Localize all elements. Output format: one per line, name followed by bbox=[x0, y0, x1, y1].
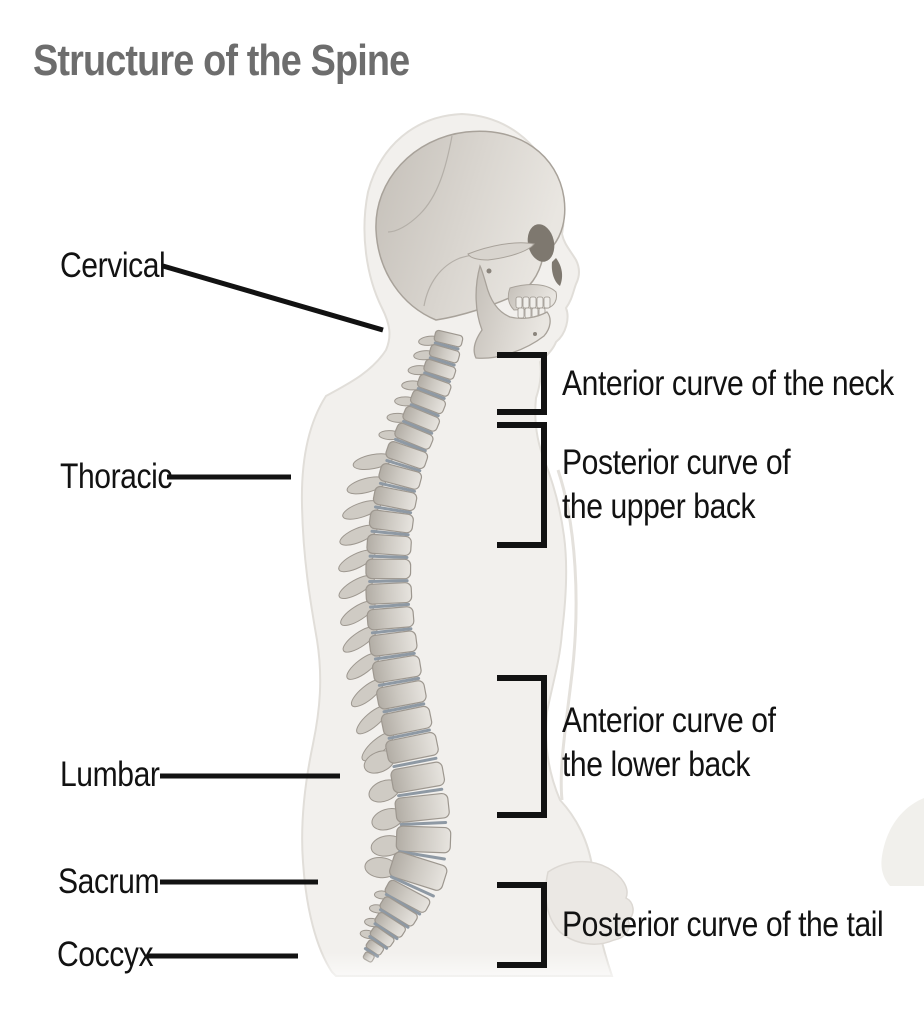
skull bbox=[375, 130, 566, 359]
eye-socket bbox=[527, 224, 555, 262]
forearm-hint bbox=[881, 798, 924, 886]
page-title: Structure of the Spine bbox=[33, 36, 410, 85]
label-anterior-curve-lower-back: Anterior curve of the lower back bbox=[562, 701, 776, 784]
upper-teeth bbox=[515, 296, 551, 309]
cervical-leader-line bbox=[162, 263, 384, 333]
lower-teeth bbox=[517, 307, 546, 319]
label-posterior-curve-tail: Posterior curve of the tail bbox=[562, 905, 884, 944]
skull-suture bbox=[387, 135, 453, 233]
label-anterior-curve-neck: Anterior curve of the neck bbox=[562, 364, 894, 403]
label-cervical: Cervical bbox=[60, 246, 166, 285]
vertebral-column bbox=[362, 329, 464, 963]
label-sacrum: Sacrum bbox=[58, 862, 160, 901]
label-thoracic: Thoracic bbox=[60, 457, 172, 496]
label-coccyx: Coccyx bbox=[57, 935, 154, 974]
lower-back-curve-bracket bbox=[497, 675, 547, 818]
arm-contour bbox=[556, 469, 578, 801]
mental-foramen-dot bbox=[533, 332, 537, 336]
label-posterior-curve-upper-back: Posterior curve of the upper back bbox=[562, 443, 791, 526]
neck-curve-bracket bbox=[497, 352, 547, 415]
zygomatic-arch bbox=[467, 242, 535, 261]
mandible bbox=[473, 264, 551, 359]
bottom-fade bbox=[240, 952, 700, 992]
upper-back-curve-bracket bbox=[497, 422, 547, 548]
nasal-aperture bbox=[551, 258, 563, 286]
tail-curve-bracket bbox=[497, 882, 547, 968]
label-lumbar: Lumbar bbox=[60, 755, 160, 794]
ear-canal-dot bbox=[486, 268, 492, 274]
hand-silhouette bbox=[544, 860, 634, 945]
